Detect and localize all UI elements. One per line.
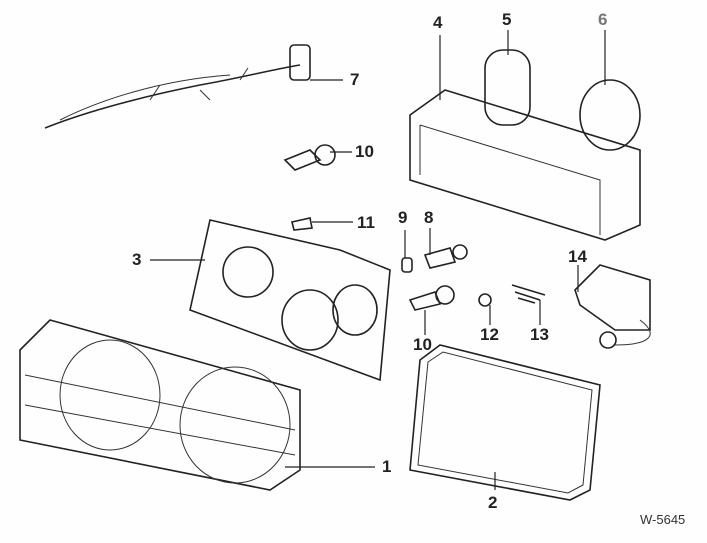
label-5: 5: [502, 10, 512, 29]
bulb-part-10-upper: [283, 144, 336, 171]
label-2: 2: [488, 493, 498, 512]
adjuster-part-13: [511, 284, 546, 304]
motor-part-14: [574, 264, 651, 349]
gasket-part-2: [409, 344, 601, 501]
label-14: 14: [568, 247, 587, 266]
label-7: 7: [350, 70, 360, 89]
label-4: 4: [433, 13, 443, 32]
label-9: 9: [398, 208, 408, 227]
label-10-upper: 10: [355, 142, 374, 161]
bulb-part-9: [401, 257, 413, 273]
headlight-lens-part-1: [19, 319, 301, 491]
reflector-part-3: [189, 219, 391, 382]
bulb-part-10-lower: [408, 285, 455, 311]
label-1: 1: [382, 457, 392, 476]
bulb-part-8: [423, 244, 468, 269]
label-12: 12: [480, 325, 499, 344]
label-11: 11: [357, 213, 375, 232]
headlight-housing-part-4: [409, 49, 641, 241]
label-13: 13: [530, 325, 549, 344]
screw-part-12: [478, 293, 492, 307]
label-8: 8: [424, 208, 434, 227]
label-3: 3: [132, 250, 142, 269]
figure-reference: W-5645: [640, 512, 686, 527]
leader-lines: [150, 30, 606, 490]
label-6: 6: [598, 10, 608, 29]
wiring-harness-part-7: [44, 44, 311, 129]
label-10-lower: 10: [413, 335, 432, 354]
clip-part-11: [291, 217, 313, 231]
